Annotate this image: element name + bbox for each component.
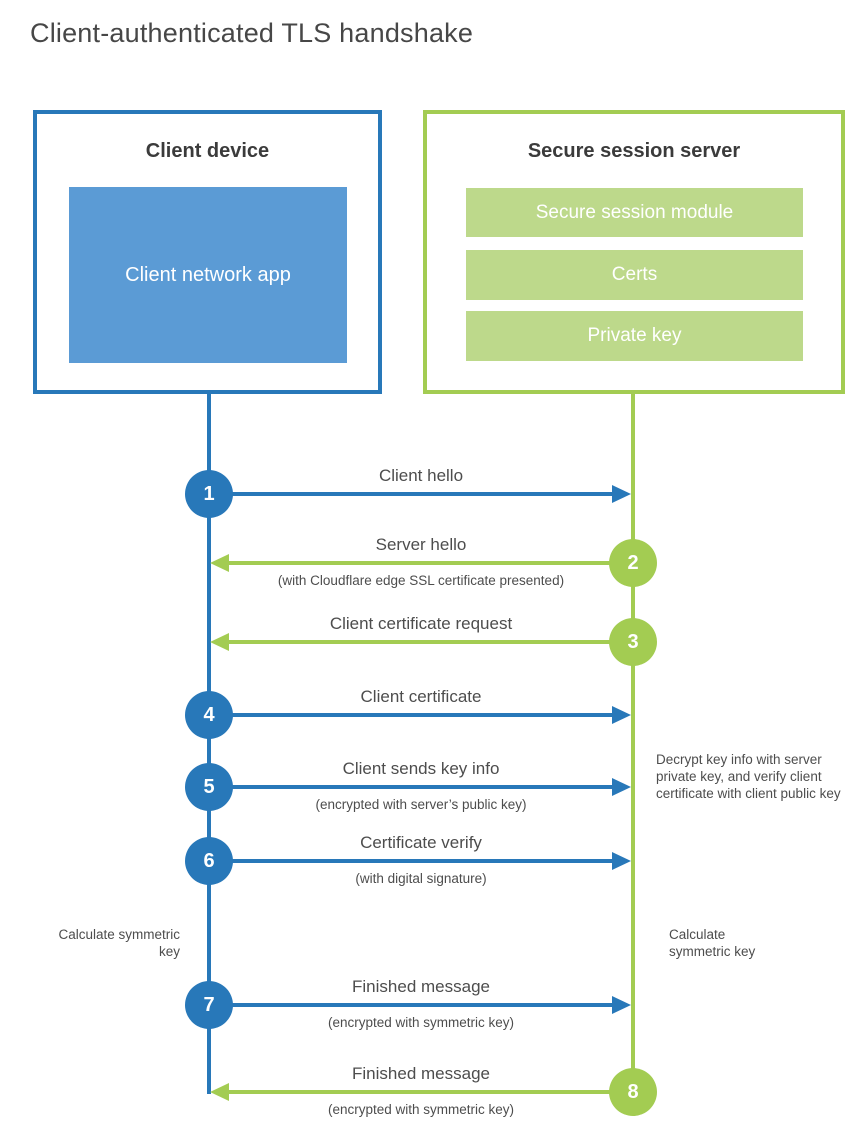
step-5-arrowhead-icon [612,778,631,796]
step-5-circle: 5 [185,763,233,811]
step-2-arrow-line [227,561,633,565]
step-7-label: Finished message [352,977,490,996]
server-module-secure-session-module: Secure session module [466,188,803,237]
step-3-label: Client certificate request [329,614,513,633]
step-8-arrowhead-icon [210,1083,229,1101]
decrypt-key-note: Decrypt key info with server private key… [656,752,841,801]
client-network-app-label: Client network app [125,264,291,286]
step-8-label: Finished message [352,1064,490,1083]
step-7-circle: 7 [185,981,233,1029]
step-7-arrow-line [209,1003,613,1007]
client-device-title: Client device [145,140,270,162]
calculate-symmetric-key-server-note: Calculate symmetric key [669,927,756,959]
step-5-sublabel: (encrypted with server’s public key) [315,797,527,812]
step-2-label: Server hello [375,535,467,554]
step-6-label: Certificate verify [360,833,482,852]
step-4-circle: 4 [185,691,233,739]
step-1-label: Client hello [378,466,464,485]
server-lifeline [631,393,635,1094]
server-module-private-key: Private key [466,311,803,361]
step-2-arrowhead-icon [210,554,229,572]
step-6-circle: 6 [185,837,233,885]
step-3-arrowhead-icon [210,633,229,651]
page-title: Client-authenticated TLS handshake [30,18,474,48]
step-2-circle: 2 [609,539,657,587]
step-7-arrowhead-icon [612,996,631,1014]
step-1-arrowhead-icon [612,485,631,503]
step-2-sublabel: (with Cloudflare edge SSL certificate pr… [277,573,565,588]
step-8-sublabel: (encrypted with symmetric key) [327,1102,515,1117]
step-1-circle: 1 [185,470,233,518]
step-4-label: Client certificate [360,687,482,706]
step-8-arrow-line [227,1090,633,1094]
calculate-symmetric-key-client-note: Calculate symmetric key [58,927,180,959]
secure-session-server-title: Secure session server [527,140,741,162]
step-5-arrow-line [209,785,613,789]
step-3-arrow-line [227,640,633,644]
server-module-certs: Certs [466,250,803,300]
step-3-circle: 3 [609,618,657,666]
client-lifeline [207,393,211,1094]
step-4-arrow-line [209,713,613,717]
step-4-arrowhead-icon [612,706,631,724]
step-7-sublabel: (encrypted with symmetric key) [327,1015,515,1030]
step-6-arrow-line [209,859,613,863]
step-1-arrow-line [209,492,613,496]
step-6-arrowhead-icon [612,852,631,870]
step-5-label: Client sends key info [342,759,500,778]
client-network-app-box: Client network app [69,187,347,363]
step-6-sublabel: (with digital signature) [355,871,487,886]
step-8-circle: 8 [609,1068,657,1116]
